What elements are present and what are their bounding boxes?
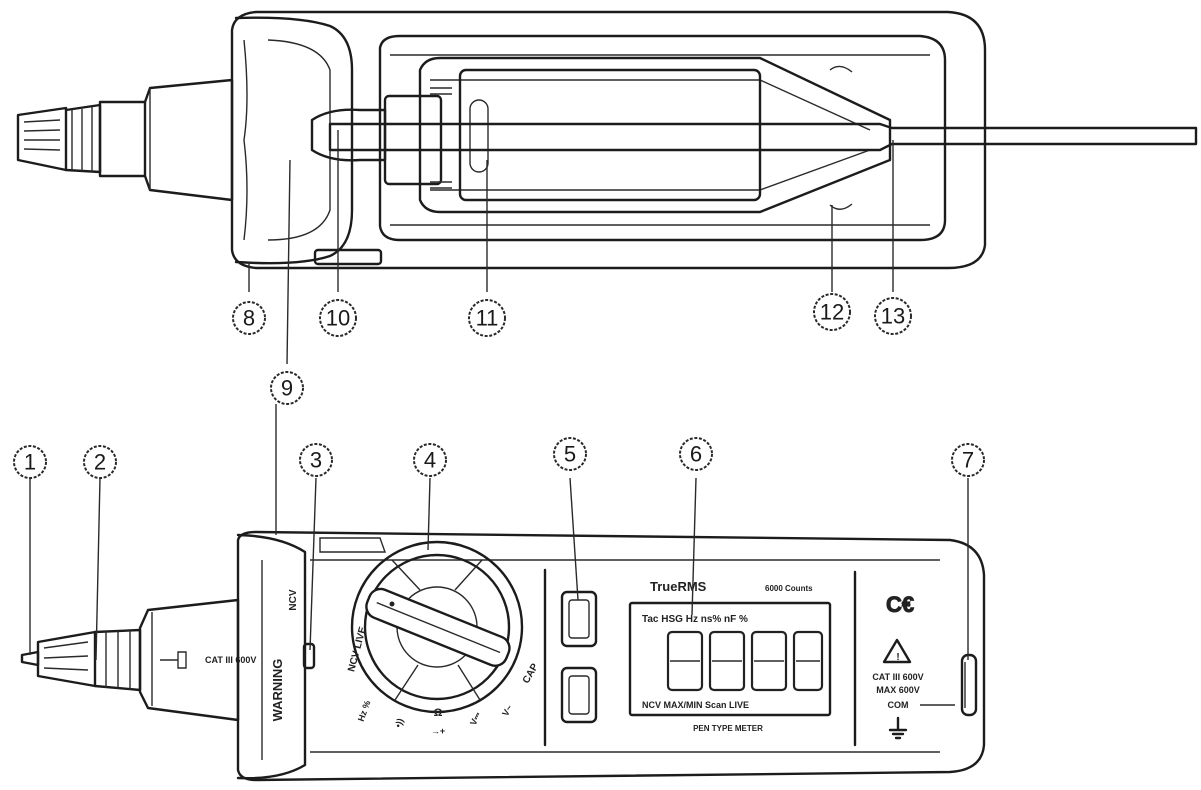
callout-4: 4 — [413, 443, 447, 477]
battery-holder — [418, 56, 892, 214]
svg-text:6: 6 — [690, 442, 702, 467]
svg-text:3: 3 — [310, 448, 322, 473]
pen-type-caption: PEN TYPE METER — [693, 724, 763, 733]
back-stylus — [328, 122, 1198, 152]
front-probe-tip — [20, 628, 142, 692]
cat-rating: CAT III 600V — [872, 672, 923, 682]
callout-13: 13 — [874, 297, 912, 335]
back-probe-cover — [98, 78, 234, 202]
warning-triangle-icon — [882, 638, 912, 664]
ground-icon — [888, 716, 908, 740]
battery-cell — [458, 68, 762, 202]
callout-1: 1 — [13, 445, 47, 479]
leader-lines — [29, 130, 969, 661]
max-rating: MAX 600V — [876, 685, 920, 695]
brand-truerms: TrueRMS — [650, 579, 707, 594]
counts-label: 6000 Counts — [765, 584, 813, 593]
battery-door — [378, 34, 947, 242]
dial-label-vdc: V⎓ — [468, 710, 483, 727]
callout-12: 12 — [813, 293, 851, 331]
svg-text:4: 4 — [424, 448, 436, 473]
svg-text:13: 13 — [881, 304, 905, 329]
svg-text:5: 5 — [564, 442, 576, 467]
callout-3: 3 — [299, 443, 333, 477]
meter-front-view: CAT III 600V WARNING NCV NCV LIVE CAP — [20, 530, 986, 782]
callout-9: 9 — [270, 371, 304, 405]
battery-terminal — [383, 94, 443, 186]
svg-text:1: 1 — [24, 450, 36, 475]
dial-label-vac: V~ — [500, 703, 514, 718]
button-lower[interactable] — [560, 666, 598, 724]
lcd-display: TrueRMS 6000 Counts Tac HSG Hz ns% nF % … — [628, 579, 832, 733]
lcd-top-indicators: Tac HSG Hz ns% nF % — [642, 614, 748, 625]
back-probe-tip — [16, 103, 102, 174]
ncv-sensor — [302, 642, 316, 670]
svg-text:11: 11 — [476, 306, 499, 331]
com-label: COM — [888, 700, 909, 710]
side-warning-text: WARNING — [270, 659, 285, 722]
meter-back-view — [16, 10, 1198, 270]
ncv-live-label: NCV LIVE — [346, 625, 369, 673]
ce-mark: C€ — [886, 592, 914, 617]
back-clip-base — [310, 108, 387, 162]
cap-label: CAP — [521, 662, 541, 686]
com-jack[interactable] — [960, 653, 978, 717]
svg-text:7: 7 — [962, 448, 974, 473]
callout-10: 10 — [319, 299, 357, 337]
lcd-digits — [666, 630, 824, 692]
svg-text:8: 8 — [243, 306, 255, 331]
callout-6: 6 — [679, 437, 713, 471]
callout-8: 8 — [232, 301, 266, 335]
dial-label-hz: Hz % — [356, 699, 373, 723]
svg-text:12: 12 — [820, 300, 844, 325]
dial-pointer — [365, 587, 511, 667]
rating-panel: C€ ! CAT III 600V MAX 600V COM — [872, 592, 955, 740]
side-ncv-text: NCV — [288, 589, 299, 610]
callout-5: 5 — [553, 437, 587, 471]
callout-7: 7 — [951, 443, 985, 477]
back-body-outline — [230, 10, 987, 270]
rotary-dial[interactable] — [350, 540, 524, 714]
dial-labels: Hz % V~ V⎓ Ω →+ •)) — [356, 699, 515, 736]
back-end-cap — [234, 16, 354, 265]
svg-text:2: 2 — [94, 450, 106, 475]
dial-label-diode: →+ — [431, 726, 445, 736]
callout-11: 11 — [468, 299, 506, 337]
dial-label-continuity: •)) — [393, 717, 406, 729]
svg-text:!: ! — [896, 652, 899, 663]
callout-2: 2 — [83, 445, 117, 479]
lcd-bottom-indicators: NCV MAX/MIN Scan LIVE — [642, 700, 749, 710]
probe-cat-label: CAT III 600V — [205, 655, 256, 665]
button-upper[interactable] — [560, 590, 598, 648]
svg-text:9: 9 — [281, 376, 293, 401]
svg-text:10: 10 — [326, 306, 350, 331]
dial-label-ohm: Ω — [434, 707, 443, 719]
back-clip-foot — [313, 248, 383, 266]
